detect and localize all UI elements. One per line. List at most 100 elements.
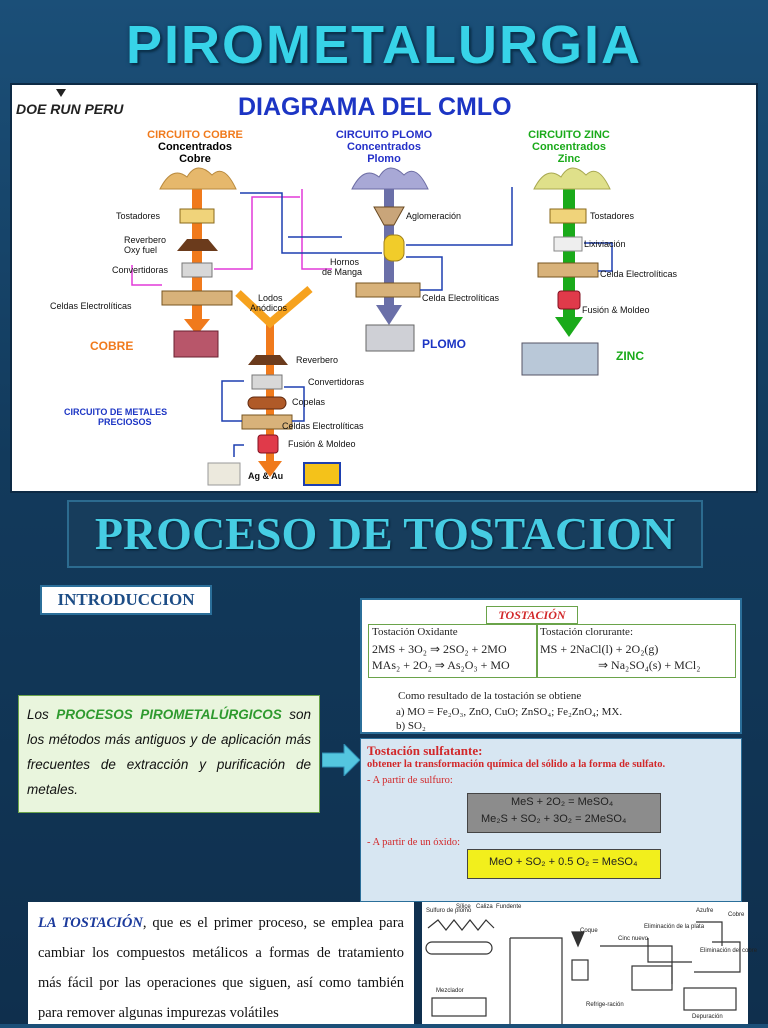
- plant-label-5: Azufre: [696, 908, 714, 914]
- circuit-zinc-sub2: Zinc: [557, 153, 581, 165]
- intro-highlight: PROCESOS PIROMETALÚRGICOS: [56, 707, 282, 722]
- plomo-product-icon: [365, 324, 415, 352]
- label-convertidoras-cu: Convertidoras: [112, 265, 169, 275]
- plant-label-4: Coque: [580, 928, 598, 934]
- label-celdas-cu: Celdas Electrolíticas: [50, 301, 132, 311]
- sulf-eq3: MeO + SO₂ + 0.5 O₂ = MeSO₄: [489, 856, 638, 868]
- label-copelas: Copelas: [292, 397, 326, 407]
- plant-label-12: Depuración: [692, 1014, 723, 1020]
- label-reverbero: Reverbero: [124, 235, 167, 245]
- aglomeracion-unit: [373, 206, 405, 226]
- celdas-cu-unit: [161, 290, 233, 306]
- label-tostadores-cu: Tostadores: [116, 211, 161, 221]
- celda-pb-unit: [355, 282, 421, 298]
- hornos-de-manga-unit: [383, 234, 405, 262]
- celdas-mp-unit: [241, 414, 293, 430]
- process-lines: [221, 187, 613, 457]
- result-a: a) MO = Fe₂O₃, ZnO, CuO; ZnSO₄; Fe₂ZnO₄;…: [396, 706, 623, 718]
- plant-label-0: Sulfuro de plomo: [426, 908, 472, 914]
- cmlo-diagram: DOE RUN PERU DIAGRAMA DEL CMLO CIRCUITO …: [10, 83, 758, 493]
- plant-label-2: Caliza: [476, 904, 493, 910]
- convertidoras-cu-unit: [181, 262, 213, 278]
- label-plomo: PLOMO: [422, 337, 466, 351]
- label-lixiviacion: Lixiviación: [584, 239, 626, 249]
- doe-run-logo-icon: [56, 89, 66, 97]
- circuit-cobre-header: CIRCUITO COBRE Concentrados Cobre: [130, 129, 260, 165]
- sulf-eq2: Me₂S + SO₂ + 3O₂ = 2MeSO₄: [481, 813, 627, 825]
- zinc-concentrate-pile: [533, 167, 611, 190]
- label-de-manga: de Manga: [322, 267, 363, 277]
- fusion-mp-unit: [257, 434, 279, 454]
- tostacion-description: LA TOSTACIÓN, que es el primer proceso, …: [28, 902, 414, 1024]
- plant-schematic-graphics: [425, 919, 741, 1024]
- label-celdas-mp: Celdas Electrolíticas: [282, 421, 364, 431]
- reverbero-cu-unit: [177, 239, 218, 251]
- from-oxide: - A partir de un óxido:: [367, 837, 461, 848]
- copper-concentrate-pile: [159, 167, 237, 190]
- label-ag-au: Ag & Au: [248, 471, 284, 481]
- tostacion-box: TOSTACIÓN Tostación Oxidante 2MS + 3O₂ ⇒…: [360, 598, 742, 734]
- cobre-product-icon: [173, 330, 219, 358]
- copelas-unit: [247, 396, 287, 410]
- label-tostadores-zn: Tostadores: [590, 211, 635, 221]
- section-title: PROCESO DE TOSTACION: [67, 500, 703, 568]
- circuit-cobre-sub2: Cobre: [179, 153, 211, 165]
- plant-label-11: Refrige-ración: [586, 1002, 624, 1008]
- zinc-product-icon: [521, 342, 599, 376]
- precious-flow-arrow: [266, 325, 274, 463]
- circuit-cobre-sub1: Concentrados: [158, 141, 232, 153]
- au-product-icon: [303, 462, 341, 486]
- plant-label-6: Cobre: [728, 912, 745, 918]
- clorurante-head: Tostación clorurante:: [540, 626, 634, 638]
- circuit-plomo-name: CIRCUITO PLOMO: [335, 129, 433, 141]
- reverbero-mp-unit: [248, 355, 288, 365]
- from-sulfide: - A partir de sulfuro:: [367, 775, 453, 786]
- result-head: Como resultado de la tostación se obtien…: [398, 690, 582, 702]
- lodos-anodicos-arrow: [235, 285, 313, 329]
- intro-text-pre: Los: [27, 707, 57, 722]
- label-reverbero-mp: Reverbero: [296, 355, 339, 365]
- intro-text-post: son los métodos más antiguos y de aplica…: [27, 707, 311, 797]
- circuit-zinc-header: CIRCUITO ZINC Concentrados Zinc: [506, 129, 632, 165]
- result-b: b) SO₂: [396, 720, 426, 732]
- sulf-eq1: MeS + 2O₂ = MeSO₄: [511, 796, 614, 808]
- circuit-plomo-header: CIRCUITO PLOMO Concentrados Plomo: [314, 129, 454, 165]
- clorurante-eq1: MS + 2NaCl(l) + 2O₂(g): [540, 642, 659, 656]
- copper-flow-arrow: [192, 187, 202, 319]
- label-oxy-fuel: Oxy fuel: [124, 245, 158, 255]
- intro-label: INTRODUCCION: [40, 585, 212, 615]
- convertidoras-mp-unit: [251, 374, 283, 390]
- sulfatante-title: Tostación sulfatante:: [367, 743, 483, 758]
- plant-label-7: Cinc nuevo: [618, 936, 649, 942]
- tost-desc-text: , que es el primer proceso, se emplea pa…: [38, 915, 404, 1021]
- label-convertidoras-mp: Convertidoras: [308, 377, 365, 387]
- circuit-zinc-sub1: Concentrados: [532, 141, 606, 153]
- plant-label-3: Fundente: [496, 904, 522, 910]
- circuit-cobre-name: CIRCUITO COBRE: [147, 129, 243, 141]
- label-aglomeracion: Aglomeración: [406, 211, 462, 221]
- oxidante-head: Tostación Oxidante: [372, 626, 458, 638]
- lead-concentrate-pile: [351, 167, 429, 190]
- label-hornos: Hornos: [330, 257, 360, 267]
- plant-schematic: Sulfuro de plomo Sílice Caliza Fundente …: [422, 902, 757, 1024]
- plant-label-1: Sílice: [456, 904, 471, 910]
- oxidante-eq2: MAs₂ + 2O₂ ⇒ As₂O₃ + MO: [372, 658, 510, 672]
- label-lodos: Lodos: [258, 293, 283, 303]
- sulfatante-goal: obtener la transformación química del só…: [367, 759, 666, 770]
- tostadores-cu-unit: [179, 208, 215, 224]
- plant-label-10: Mezclador: [436, 988, 464, 994]
- label-metales-preciosos-1: CIRCUITO DE METALES: [64, 407, 168, 417]
- sulfatante-box: Tostación sulfatante: obtener la transfo…: [360, 738, 742, 902]
- circuit-plomo-sub2: Plomo: [367, 153, 401, 165]
- celda-zn-unit: [537, 262, 599, 278]
- flow-diagram-graphics: [56, 89, 613, 486]
- label-celda-pb: Celda Electrolíticas: [422, 293, 500, 303]
- tostacion-title: TOSTACIÓN: [486, 606, 578, 624]
- recycle-lines: [131, 189, 332, 286]
- label-fusion-zn: Fusión & Moldeo: [582, 305, 650, 315]
- circuit-plomo-sub1: Concentrados: [347, 141, 421, 153]
- circuit-zinc-name: CIRCUITO ZINC: [528, 129, 610, 141]
- intro-box: Los PROCESOS PIROMETALÚRGICOS son los mé…: [18, 695, 320, 813]
- lixiviacion-unit: [553, 236, 583, 252]
- label-zinc: ZINC: [616, 349, 644, 363]
